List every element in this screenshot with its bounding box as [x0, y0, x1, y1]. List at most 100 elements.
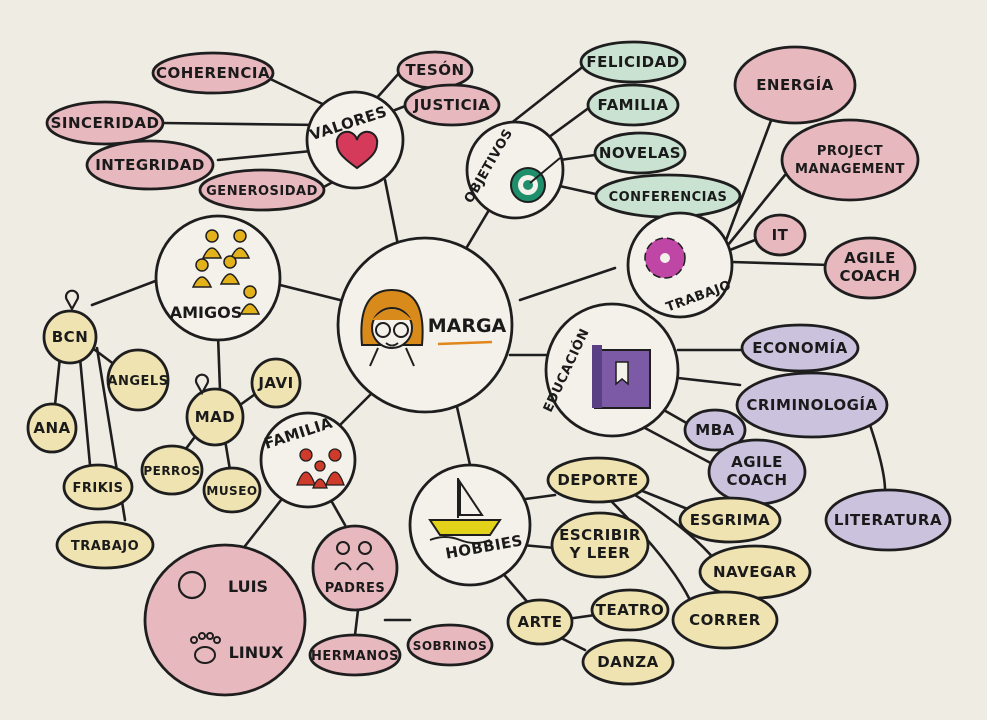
- sailboat-icon: [428, 478, 502, 544]
- trabajo-leaves: ENERGÍA PROJECT MANAGEMENT IT AGILE COAC…: [733, 45, 920, 300]
- leaf-label: COHERENCIA: [156, 64, 270, 82]
- leaf-label: ANGELS: [107, 374, 168, 389]
- educacion-leaves: ECONOMÍA CRIMINOLOGÍA LITERATURA MBA AGI…: [683, 323, 952, 552]
- gear-icon: [644, 237, 686, 279]
- leaf-sinceridad: SINCERIDAD: [45, 100, 165, 146]
- leaf-ana: ANA: [26, 402, 78, 454]
- leaf-sobrinos: SOBRINOS: [406, 623, 494, 667]
- leaf-museo: MUSEO: [202, 466, 262, 514]
- leaf-label: ESCRIBIR: [559, 526, 641, 544]
- leaf-label: LUIS: [228, 577, 268, 596]
- leaf-label: FRIKIS: [72, 481, 123, 496]
- location-pin-icon: [64, 289, 80, 312]
- leaf-it: IT: [753, 213, 807, 257]
- leaf-label: FAMILIA: [598, 96, 669, 114]
- leaf-label: ANA: [33, 419, 70, 437]
- leaf-label: MANAGEMENT: [795, 162, 905, 177]
- leaf-padres: PADRES: [311, 524, 399, 612]
- leaf-navegar: NAVEGAR: [698, 544, 812, 600]
- leaf-familia-obj: FAMILIA: [586, 83, 680, 127]
- leaf-label: AGILE: [731, 453, 783, 471]
- leaf-label: COACH: [726, 471, 787, 489]
- hub-valores: VALORES: [305, 90, 405, 190]
- connector-lines: [53, 63, 887, 652]
- leaf-esgrima: ESGRIMA: [678, 496, 782, 544]
- leaf-label: COACH: [839, 267, 900, 285]
- leaf-bcn: BCN: [42, 289, 98, 365]
- amigos-leaves: BCN ANA ANGELS FRIKIS TRABAJO MAD JAVI: [26, 289, 302, 570]
- leaf-label: AGILE: [844, 249, 896, 267]
- valores-leaves: COHERENCIA SINCERIDAD INTEGRIDAD GENEROS…: [45, 50, 501, 212]
- leaf-label: Y LEER: [569, 544, 631, 562]
- leaf-hermanos: HERMANOS: [308, 633, 402, 677]
- paw-icon: [190, 632, 221, 664]
- leaf-label: MUSEO: [206, 484, 257, 498]
- leaf-label: MBA: [695, 421, 734, 439]
- leaf-danza: DANZA: [581, 638, 675, 686]
- location-pin-icon: [194, 373, 210, 396]
- center-node: MARGA: [336, 236, 514, 414]
- leaf-label: MAD: [195, 408, 236, 426]
- leaf-angels: ANGELS: [106, 348, 170, 412]
- leaf-label: SOBRINOS: [413, 639, 488, 653]
- leaf-economia: ECONOMÍA: [740, 323, 860, 373]
- leaf-deporte: DEPORTE: [546, 456, 650, 504]
- leaf-label: ARTE: [518, 613, 563, 631]
- leaf-energia: ENERGÍA: [733, 45, 857, 125]
- leaf-label: HERMANOS: [311, 649, 399, 664]
- underline-decoration: [437, 340, 493, 346]
- target-icon: [510, 157, 561, 203]
- leaf-label: IT: [772, 226, 789, 244]
- leaf-label: ENERGÍA: [756, 75, 834, 94]
- person-face-icon: [177, 570, 207, 600]
- hub-familia: FAMILIA: [259, 411, 357, 509]
- leaf-javi: JAVI: [250, 357, 302, 409]
- leaf-criminologia: CRIMINOLOGÍA: [735, 371, 889, 439]
- hub-amigos: AMIGOS: [154, 214, 282, 342]
- leaf-label: JUSTICIA: [413, 96, 491, 114]
- leaf-literatura: LITERATURA: [824, 488, 952, 552]
- leaf-escribir: ESCRIBIR Y LEER: [550, 511, 650, 579]
- leaf-label: ESGRIMA: [690, 511, 771, 529]
- leaf-trabajo-amigos: TRABAJO: [55, 520, 155, 570]
- hub-objetivos: OBJETIVOS: [462, 120, 565, 220]
- family-icon: [296, 448, 345, 489]
- leaf-frikis: FRIKIS: [62, 463, 134, 511]
- leaf-label: PROJECT: [817, 144, 883, 159]
- familia-leaves: LUIS LINUX PADRES HERMANOS SOBRINOS: [143, 524, 494, 697]
- leaf-label: CONFERENCIAS: [609, 190, 728, 205]
- leaf-label: TESÓN: [405, 60, 464, 79]
- leaf-label: TEATRO: [596, 601, 664, 619]
- people-group-icon: [191, 229, 261, 315]
- hub-trabajo: TRABAJO: [626, 211, 733, 319]
- parents-icon: [334, 541, 374, 571]
- leaf-agile-coach-trabajo: AGILE COACH: [823, 236, 917, 300]
- leaf-label: DANZA: [597, 653, 659, 671]
- leaf-justicia: JUSTICIA: [403, 83, 501, 127]
- hub-educacion: EDUCACIÓN: [540, 302, 680, 438]
- leaf-label: ECONOMÍA: [752, 338, 847, 357]
- hub-label: AMIGOS: [170, 303, 243, 322]
- leaf-novelas: NOVELAS: [593, 131, 687, 175]
- leaf-label: JAVI: [257, 374, 293, 392]
- leaf-label: DEPORTE: [557, 471, 638, 489]
- leaf-label: PERROS: [143, 464, 200, 478]
- leaf-coherencia: COHERENCIA: [151, 51, 275, 95]
- objetivos-leaves: FELICIDAD FAMILIA NOVELAS CONFERENCIAS: [579, 40, 742, 219]
- leaf-generosidad: GENEROSIDAD: [198, 168, 326, 212]
- leaf-label: NAVEGAR: [713, 563, 797, 581]
- leaf-mba: MBA: [683, 408, 747, 452]
- leaf-mad: MAD: [185, 373, 245, 447]
- leaf-label: TRABAJO: [71, 539, 139, 554]
- book-icon: [592, 345, 651, 409]
- leaf-label: FELICIDAD: [586, 53, 679, 71]
- leaf-label: PADRES: [325, 581, 385, 596]
- leaf-arte: ARTE: [506, 598, 574, 646]
- leaf-luis-linux: LUIS LINUX: [143, 543, 307, 697]
- leaf-perros: PERROS: [140, 444, 204, 496]
- hub-hobbies: HOBBIES: [408, 463, 532, 587]
- heart-icon: [335, 130, 379, 170]
- leaf-label: GENEROSIDAD: [206, 184, 318, 199]
- leaf-label: CORRER: [689, 611, 761, 629]
